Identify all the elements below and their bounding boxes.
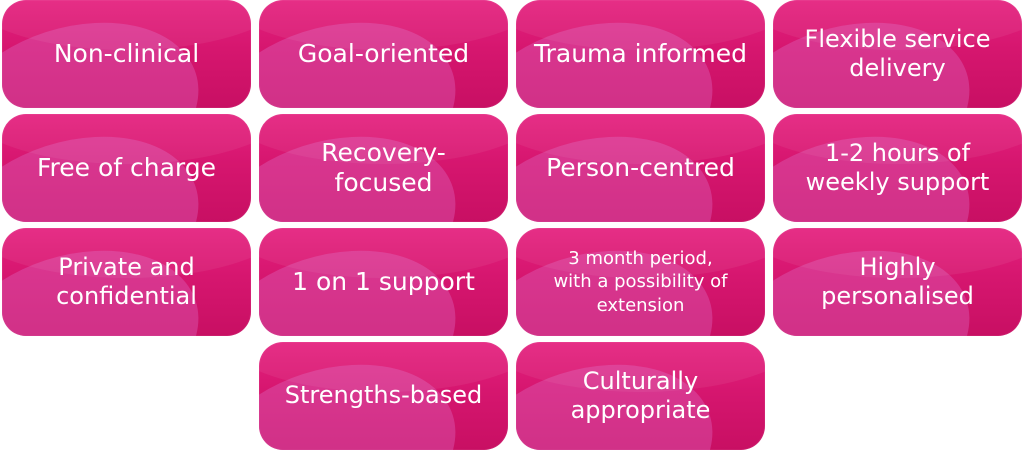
tile-label: Non-clinical — [53, 38, 200, 68]
tile-label: Culturally appropriate — [570, 366, 711, 424]
tile-label: Trauma informed — [534, 38, 747, 68]
tile-highly-personalised: Highly personalised — [773, 228, 1022, 336]
tile-weekly-support-hours: 1-2 hours of weekly support — [773, 114, 1022, 222]
tile-label: Flexible service delivery — [804, 24, 991, 82]
tile-label: Highly personalised — [821, 252, 974, 310]
tile-non-clinical: Non-clinical — [2, 0, 251, 108]
tile-one-on-one-support: 1 on 1 support — [259, 228, 508, 336]
tile-label: Recovery- focused — [321, 137, 446, 198]
tile-label: 1 on 1 support — [292, 266, 475, 296]
tile-label: Goal-oriented — [297, 38, 470, 68]
tile-trauma-informed: Trauma informed — [516, 0, 765, 108]
tile-label: Strengths-based — [284, 381, 483, 410]
tile-label: 3 month period, with a possibility of ex… — [553, 248, 728, 316]
tile-label: Person-centred — [546, 152, 735, 182]
tile-strengths-based: Strengths-based — [259, 342, 508, 450]
tile-recovery-focused: Recovery- focused — [259, 114, 508, 222]
tile-culturally-appropriate: Culturally appropriate — [516, 342, 765, 450]
tile-label: 1-2 hours of weekly support — [805, 138, 990, 196]
tile-three-month-period: 3 month period, with a possibility of ex… — [516, 228, 765, 336]
tile-flexible-service-delivery: Flexible service delivery — [773, 0, 1022, 108]
tile-label: Private and confidential — [56, 252, 197, 310]
tile-person-centred: Person-centred — [516, 114, 765, 222]
tile-goal-oriented: Goal-oriented — [259, 0, 508, 108]
tile-label: Free of charge — [36, 152, 217, 182]
tile-private-and-confidential: Private and confidential — [2, 228, 251, 336]
tile-free-of-charge: Free of charge — [2, 114, 251, 222]
